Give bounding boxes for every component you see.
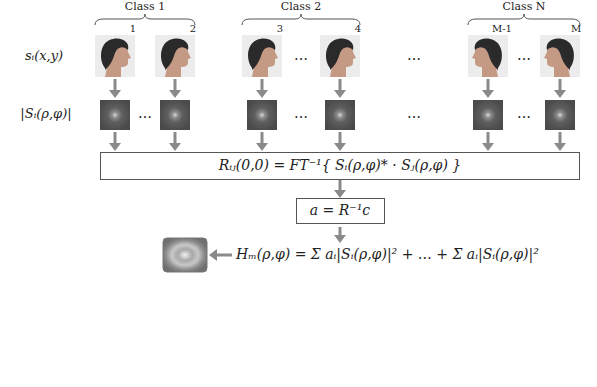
class-brace: [468, 14, 580, 25]
correlation-box: Rᵢⱼ(0,0) = FT⁻¹{ Sᵢ(ρ,φ)* · Sⱼ(ρ,φ) }: [100, 152, 580, 180]
flow-arrow: [339, 79, 342, 91]
ellipsis: …: [294, 105, 308, 122]
ellipsis: …: [294, 47, 308, 64]
ellipsis: …: [138, 105, 152, 122]
flow-arrow: [114, 132, 117, 144]
flow-arrow: [482, 143, 494, 151]
spectrum-image: [473, 100, 503, 130]
spectrum-image: [100, 100, 575, 130]
spectrum-image: [325, 100, 355, 130]
ellipsis: …: [517, 47, 531, 64]
face-image: [540, 35, 580, 77]
flow-arrow: [339, 132, 342, 144]
ellipsis: …: [407, 105, 421, 122]
image-index: 1: [130, 23, 136, 35]
class-brace: [242, 14, 360, 25]
spectrum-image: [247, 100, 277, 130]
flow-arrow: [334, 90, 346, 98]
weights-box: a = R⁻¹c: [296, 198, 385, 224]
filter-image: [163, 238, 207, 272]
formula-text: a = R⁻¹c: [309, 202, 372, 220]
flow-connector: [334, 180, 346, 199]
face-image: [540, 35, 580, 77]
flow-arrow: [174, 132, 177, 144]
face-image: [242, 35, 282, 77]
flow-arrow: [559, 79, 562, 91]
spectrum-image: [100, 100, 130, 130]
row-label: sᵢ(x,y): [25, 48, 63, 64]
flow-arrow: [256, 143, 268, 151]
ellipsis: …: [517, 105, 531, 122]
flow-arrow: [482, 90, 494, 98]
flow-arrow: [109, 143, 121, 151]
flow-arrow: [114, 79, 117, 91]
spectrum-image: [545, 100, 575, 130]
flow-arrow: [216, 254, 232, 257]
class-brace: [95, 14, 195, 25]
flow-arrow: [169, 143, 181, 151]
formula-text: Rᵢⱼ(0,0) = FT⁻¹{ Sᵢ(ρ,φ)* · Sⱼ(ρ,φ) }: [113, 157, 567, 175]
flow-arrow: [256, 90, 268, 98]
flow-arrow: [339, 227, 342, 236]
image-index: M: [571, 23, 581, 35]
ellipsis: …: [407, 47, 421, 64]
face-image: [468, 35, 508, 77]
face-image: [95, 35, 135, 77]
flow-arrow: [334, 143, 346, 151]
flow-arrow: [174, 79, 177, 91]
flow-arrow: [559, 132, 562, 144]
class-label: Class N: [503, 0, 546, 13]
flow-arrow: [554, 143, 566, 151]
flow-arrow: [487, 132, 490, 144]
flow-arrow: [261, 132, 264, 144]
image-index: M-1: [492, 23, 512, 35]
image-index: 3: [277, 23, 283, 35]
face-image: [320, 35, 360, 77]
flow-arrow: [209, 249, 217, 261]
flow-arrow: [334, 235, 346, 243]
class-label: Class 1: [125, 0, 165, 13]
flow-arrow: [487, 79, 490, 91]
flow-arrow: [261, 79, 264, 91]
class-label: Class 2: [281, 0, 321, 13]
image-index: 2: [190, 23, 196, 35]
face-image: [155, 35, 195, 77]
image-index: 4: [355, 23, 361, 35]
face-image: [95, 35, 580, 77]
flow-arrow: [109, 90, 121, 98]
filter-equation: Hₘ(ρ,φ) = Σ aᵢ|Sᵢ(ρ,φ)|² + … + Σ aᵢ|Sᵢ(ρ…: [236, 246, 539, 263]
filter-image: [163, 238, 207, 272]
face-image: [468, 35, 508, 77]
flow-arrow: [554, 90, 566, 98]
connector-line: [339, 180, 342, 192]
arrow-head: [334, 190, 346, 198]
flow-arrow: [169, 90, 181, 98]
row-label: |Sᵢ(ρ,φ)|: [20, 106, 71, 122]
spectrum-image: [160, 100, 190, 130]
